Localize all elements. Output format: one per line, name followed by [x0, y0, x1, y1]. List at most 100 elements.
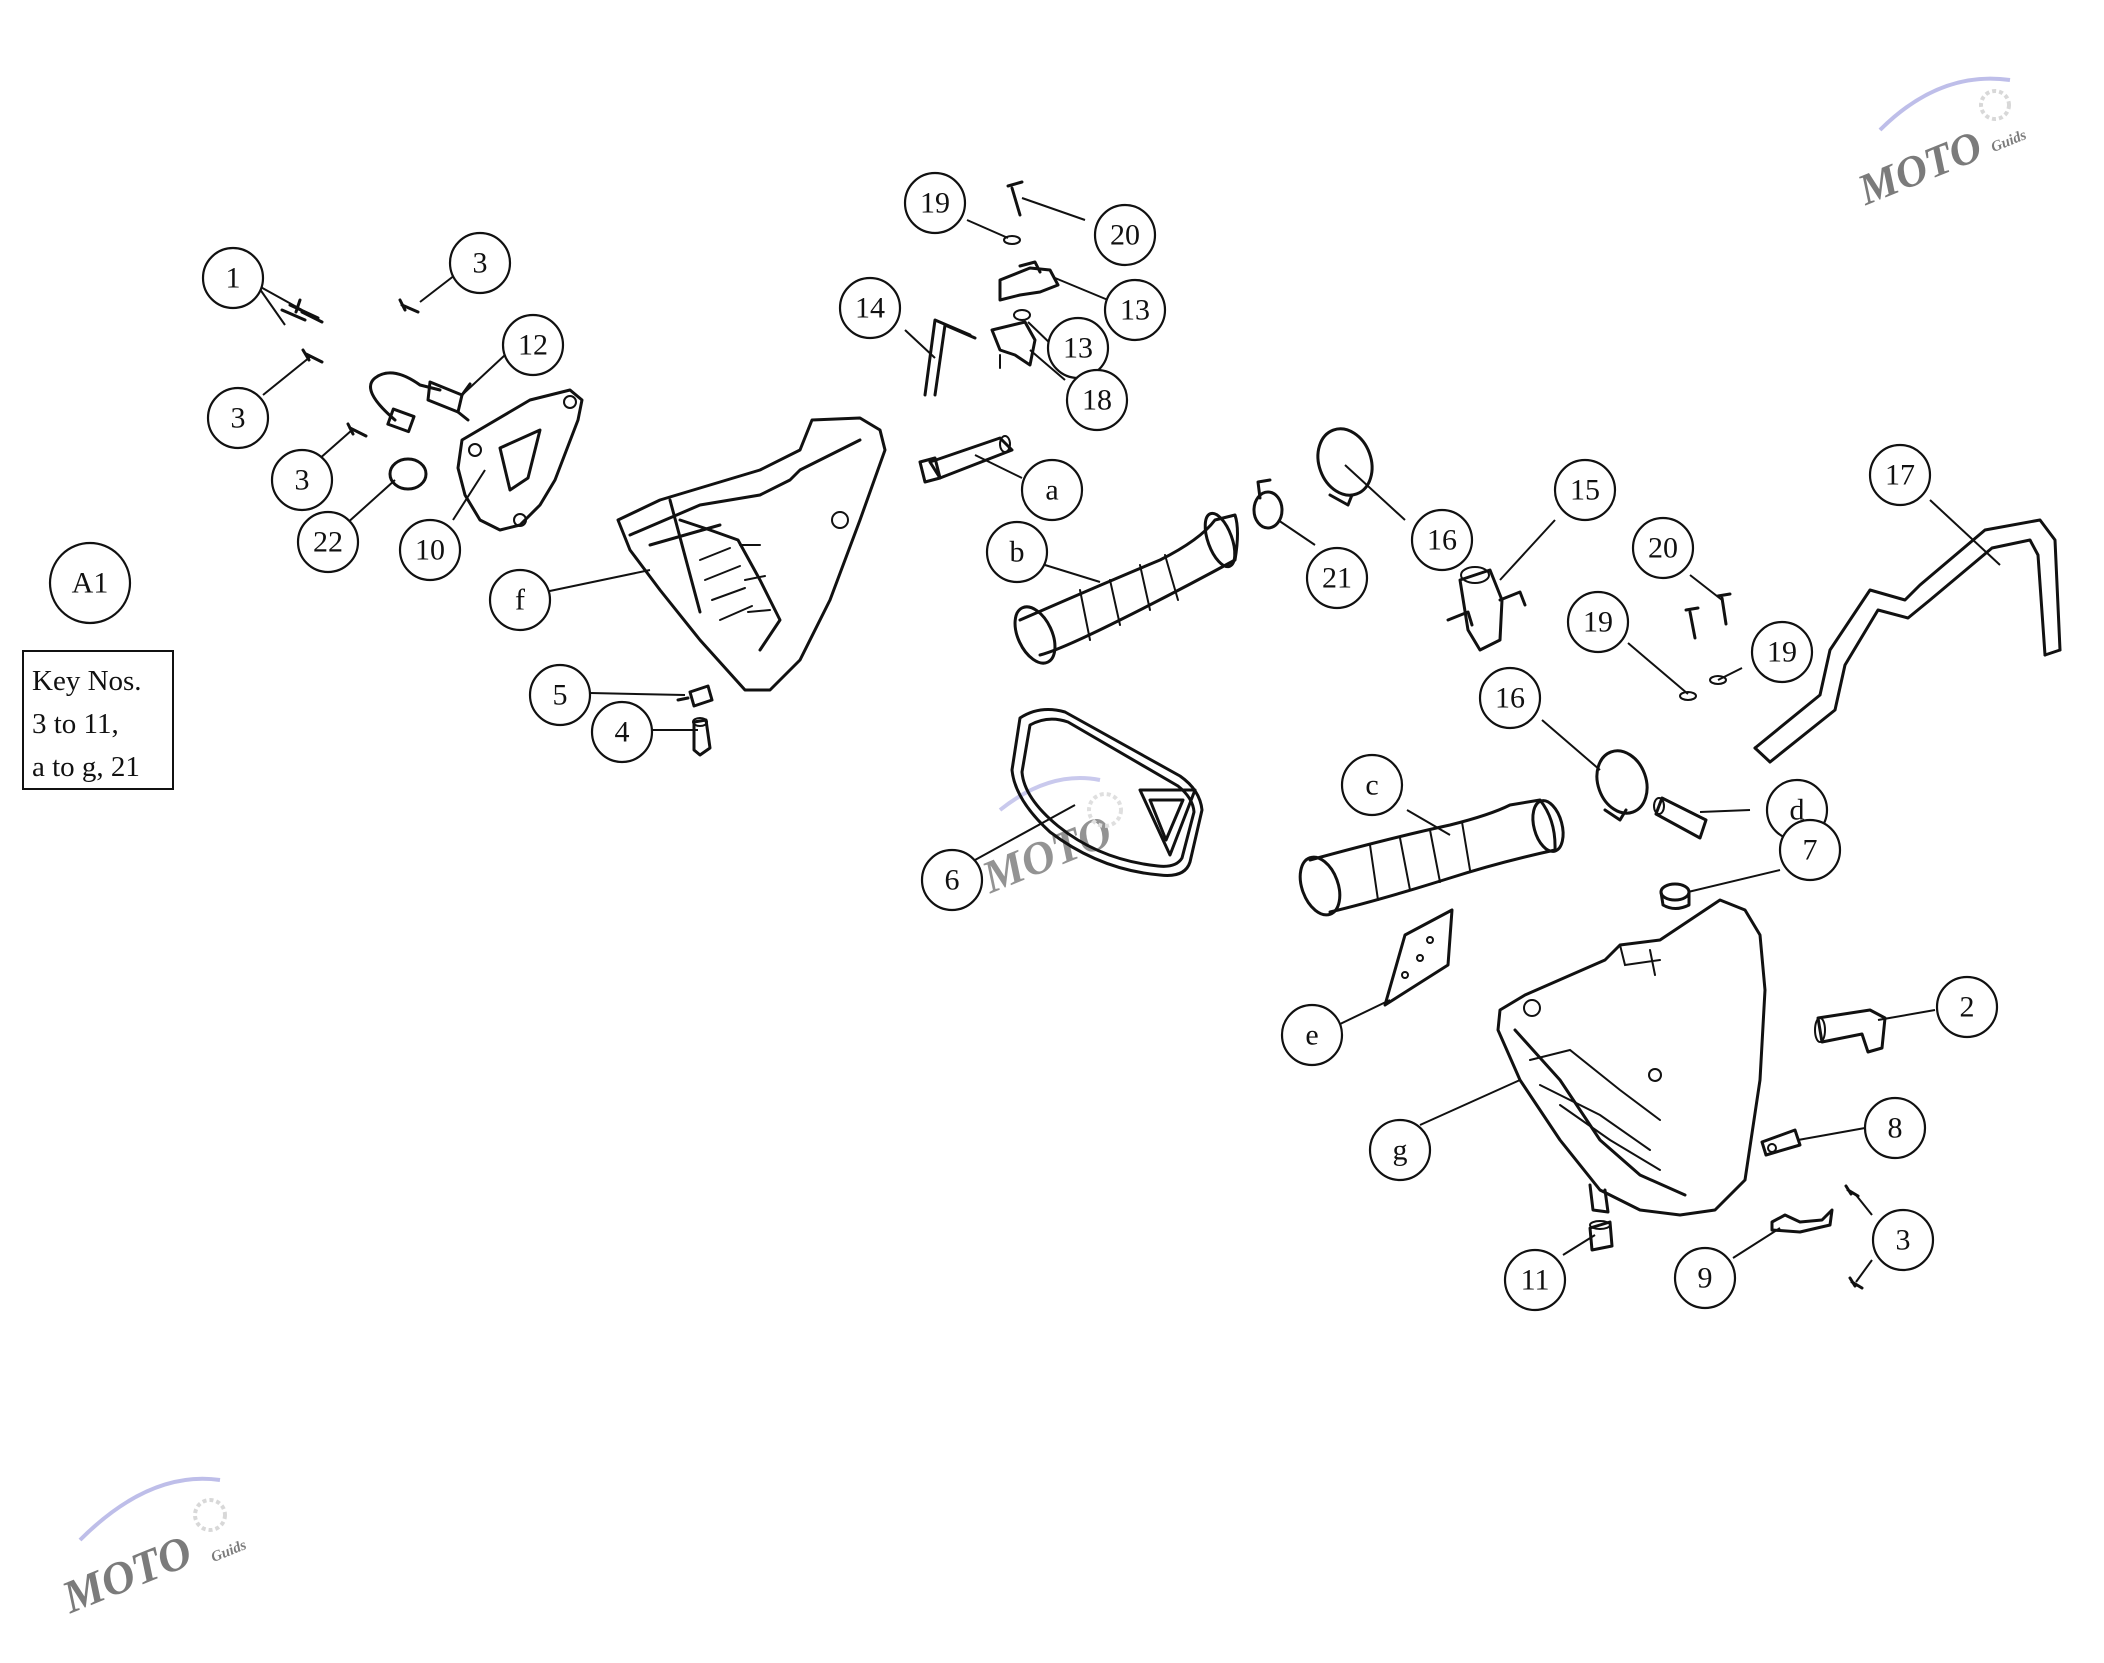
clamp-part-16-bottom [1595, 749, 1649, 822]
svg-text:6: 6 [945, 864, 960, 897]
svg-text:13: 13 [1063, 332, 1093, 365]
watermark-logo-middle: MOTO [974, 776, 1123, 903]
bracket-part-9 [1770, 1208, 1834, 1234]
clip-part-21 [1252, 478, 1284, 530]
svg-text:19: 19 [1767, 636, 1797, 669]
svg-text:5: 5 [553, 679, 568, 712]
washer-part-19-left [1679, 691, 1697, 701]
svg-text:16: 16 [1495, 682, 1525, 715]
callout-3: 3 [206, 386, 270, 450]
svg-text:8: 8 [1888, 1112, 1903, 1145]
svg-text:15: 15 [1570, 474, 1600, 507]
svg-text:b: b [1010, 536, 1025, 569]
svg-text:f: f [515, 584, 525, 617]
hose-part-17 [1753, 518, 2062, 764]
callout-16: 16 [1478, 666, 1542, 730]
callout-21: 21 [1305, 546, 1369, 610]
callout-1: 1 [201, 246, 265, 310]
svg-text:d: d [1790, 794, 1805, 827]
svg-text:c: c [1365, 769, 1378, 802]
intake-duct-part-b [1013, 511, 1239, 665]
svg-text:10: 10 [415, 534, 445, 567]
valve-part-15 [1446, 566, 1527, 652]
cover-part-10 [456, 388, 584, 532]
svg-text:21: 21 [1322, 562, 1352, 595]
svg-text:3: 3 [473, 247, 488, 280]
svg-text:22: 22 [313, 526, 343, 559]
svg-text:17: 17 [1885, 459, 1915, 492]
callout-13: 13 [1046, 316, 1110, 380]
washer-part-19-right [1709, 675, 1727, 685]
watermark-sub-top: Guids [1989, 127, 2029, 156]
svg-text:13: 13 [1120, 294, 1150, 327]
callout-20: 20 [1631, 516, 1695, 580]
svg-text:20: 20 [1110, 219, 1140, 252]
watermark-logo-bottom: MOTO Guids [54, 1476, 249, 1623]
callout-19: 19 [903, 171, 967, 235]
svg-text:3: 3 [231, 402, 246, 435]
callout-c: c [1340, 753, 1404, 817]
svg-text:A1: A1 [72, 567, 109, 600]
svg-text:19: 19 [920, 187, 950, 220]
screw-part-20 [1006, 180, 1024, 217]
callout-3: 3 [448, 231, 512, 295]
svg-text:1: 1 [226, 262, 241, 295]
callout-9: 9 [1673, 1246, 1737, 1310]
key-note-line-3: a to g, 21 [32, 751, 140, 783]
callout-a: a [1020, 458, 1084, 522]
svg-text:20: 20 [1648, 532, 1678, 565]
svg-text:3: 3 [1896, 1224, 1911, 1257]
callout-22: 22 [296, 510, 360, 574]
callout-18: 18 [1065, 368, 1129, 432]
svg-text:7: 7 [1803, 834, 1818, 867]
svg-text:14: 14 [855, 292, 885, 325]
watermark-brand-bottom: MOTO [54, 1525, 199, 1623]
callout-14: 14 [838, 276, 902, 340]
tube-part-d [1653, 796, 1708, 840]
screw-part-3 [301, 298, 420, 438]
filter-element-part-6 [1010, 708, 1204, 877]
svg-text:11: 11 [1521, 1264, 1550, 1297]
callout-19: 19 [1750, 620, 1814, 684]
cap-part-11 [1588, 1220, 1614, 1252]
callout-4: 4 [590, 700, 654, 764]
svg-text:4: 4 [615, 716, 630, 749]
o-ring-part-22 [388, 457, 428, 491]
washer-part-19 [1003, 235, 1021, 245]
callout-15: 15 [1553, 458, 1617, 522]
clamp-part-16-top [1316, 427, 1374, 507]
valve-part-18 [990, 320, 1037, 369]
key-note-line-1: Key Nos. [32, 665, 142, 697]
callout-6: 6 [920, 848, 984, 912]
callout-17: 17 [1868, 443, 1932, 507]
bracket-part-13 [998, 260, 1060, 321]
svg-text:e: e [1305, 1019, 1318, 1052]
watermark-brand-top: MOTO [1850, 121, 1989, 215]
svg-text:16: 16 [1427, 524, 1457, 557]
callout-11: 11 [1503, 1248, 1567, 1312]
callout-5: 5 [528, 663, 592, 727]
hose-part-14 [923, 318, 977, 397]
svg-text:9: 9 [1698, 1262, 1713, 1295]
drain-part-4 [692, 717, 712, 757]
callout-2: 2 [1935, 975, 1999, 1039]
callout-10: 10 [398, 518, 462, 582]
sensor-part-12 [369, 371, 472, 434]
svg-text:3: 3 [295, 464, 310, 497]
svg-text:19: 19 [1583, 606, 1613, 639]
watermark-logo-top: MOTO Guids [1850, 76, 2029, 215]
key-note-box: Key Nos. 3 to 11, a to g, 21 [22, 650, 174, 790]
group-label-a1: A1 [48, 541, 132, 625]
svg-text:2: 2 [1960, 991, 1975, 1024]
grommet-part-7 [1659, 882, 1691, 910]
callout-3: 3 [270, 448, 334, 512]
callout-19: 19 [1566, 590, 1630, 654]
bracket-part-8 [1760, 1128, 1802, 1157]
clip-part-5 [676, 684, 714, 708]
airbox-half-part-g [1496, 898, 1767, 1217]
leader-lines [256, 197, 2001, 1283]
screw-part-20-right [1684, 592, 1732, 640]
callout-20: 20 [1093, 203, 1157, 267]
callout-7: 7 [1778, 818, 1842, 882]
